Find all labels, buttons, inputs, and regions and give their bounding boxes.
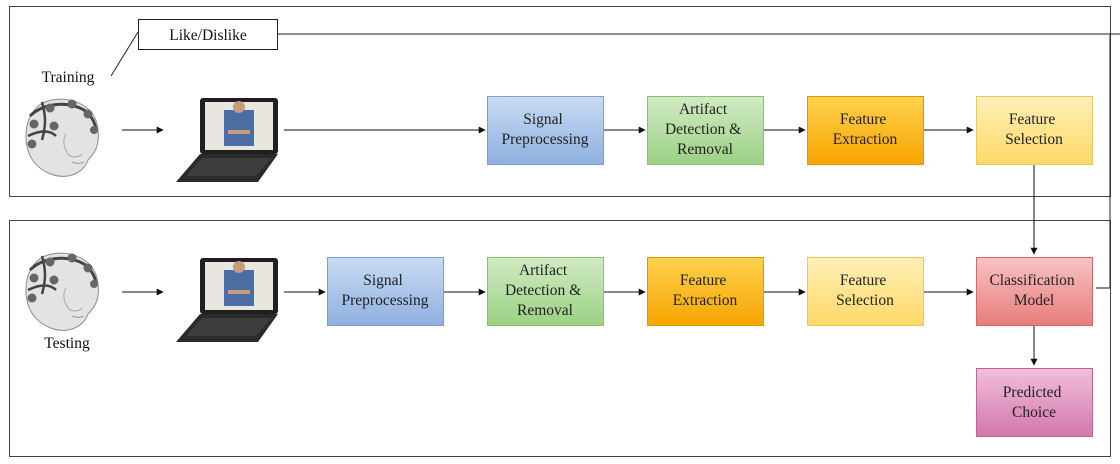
predicted-choice-box: Predicted Choice	[976, 368, 1093, 437]
laptop-icon-training	[176, 98, 278, 182]
training-signal-preprocessing-text: Signal Preprocessing	[502, 111, 589, 148]
predicted-choice-text: Predicted Choice	[1003, 384, 1065, 421]
testing-feature-extraction-box: Feature Extraction	[647, 257, 764, 326]
training-feature-selection-box: Feature Selection	[976, 96, 1093, 165]
testing-feature-selection-box: Feature Selection	[807, 257, 924, 326]
like-dislike-box	[138, 19, 278, 50]
testing-artifact-removal-text: Artifact Detection & Removal	[505, 262, 585, 319]
testing-signal-preprocessing-text: Signal Preprocessing	[342, 272, 429, 309]
training-feature-extraction-text: Feature Extraction	[833, 111, 898, 148]
feedback-connector	[278, 33, 1120, 288]
laptop-icon-testing	[176, 258, 278, 342]
like-dislike-label: Like/Dislike	[169, 27, 247, 44]
training-feature-extraction-box: Feature Extraction	[807, 96, 924, 165]
testing-section	[9, 220, 1111, 457]
training-artifact-removal-text: Artifact Detection & Removal	[665, 101, 745, 158]
training-label-connector	[110, 31, 139, 77]
eeg-head-icon-training	[25, 98, 99, 177]
testing-signal-preprocessing-box: Signal Preprocessing	[327, 257, 444, 326]
classification-model-text: Classification Model	[989, 272, 1078, 309]
eeg-head-icon-testing	[25, 252, 99, 331]
testing-feature-selection-text: Feature Selection	[836, 272, 894, 309]
classification-model-box: Classification Model	[976, 257, 1093, 326]
training-artifact-removal-box: Artifact Detection & Removal	[647, 96, 764, 165]
training-label: Training	[42, 69, 95, 86]
training-feature-selection-text: Feature Selection	[1005, 111, 1063, 148]
testing-label: Testing	[44, 335, 90, 352]
testing-feature-extraction-text: Feature Extraction	[673, 272, 738, 309]
testing-artifact-removal-box: Artifact Detection & Removal	[487, 257, 604, 326]
training-signal-preprocessing-box: Signal Preprocessing	[487, 96, 604, 165]
